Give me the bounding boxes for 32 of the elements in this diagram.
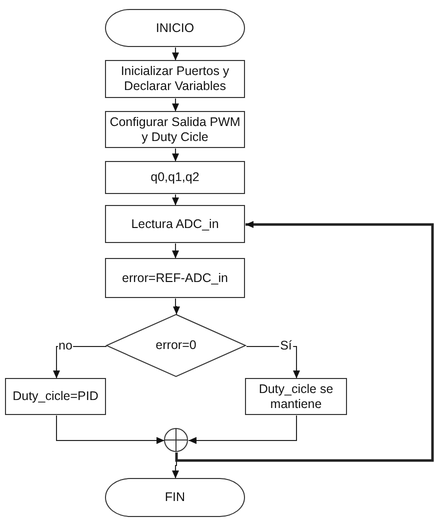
node-text: Lectura ADC_in xyxy=(131,216,219,232)
terminator-shape xyxy=(105,478,245,517)
edge-label: Sí xyxy=(279,339,293,352)
flow-arrow xyxy=(172,148,179,162)
flow-arrow xyxy=(188,415,297,444)
node-text: Inicializar Puertos y Declarar Variables xyxy=(120,64,230,94)
node-text: Duty_cicle=PID xyxy=(12,389,98,404)
flow-arrow xyxy=(172,194,179,206)
flow-arrow xyxy=(175,221,434,462)
decision-diamond xyxy=(106,314,246,377)
flow-arrow xyxy=(173,298,180,315)
node-text: INICIO xyxy=(156,20,194,36)
process-box xyxy=(105,258,245,298)
flow-arrow xyxy=(246,346,300,379)
junction-circle xyxy=(164,428,188,452)
flow-arrow xyxy=(53,346,107,379)
terminator-shape xyxy=(105,9,245,47)
process-box xyxy=(105,161,245,194)
flow-arrow xyxy=(56,415,165,444)
process-box xyxy=(105,205,245,243)
node-text: Configurar Salida PWM y Duty Cicle xyxy=(109,114,241,144)
flow-arrow xyxy=(172,98,179,112)
flow-arrow xyxy=(172,243,179,259)
node-text: Duty_cicle se mantiene xyxy=(258,382,334,412)
flow-arrow xyxy=(172,47,179,61)
process-box xyxy=(5,378,106,415)
process-box xyxy=(245,378,347,415)
process-box xyxy=(105,60,245,98)
node-text: FIN xyxy=(164,490,186,505)
node-text: error=0 xyxy=(156,338,196,353)
node-text: q0,q1,q2 xyxy=(150,170,200,185)
node-text: error=REF-ADC_in xyxy=(122,270,228,286)
